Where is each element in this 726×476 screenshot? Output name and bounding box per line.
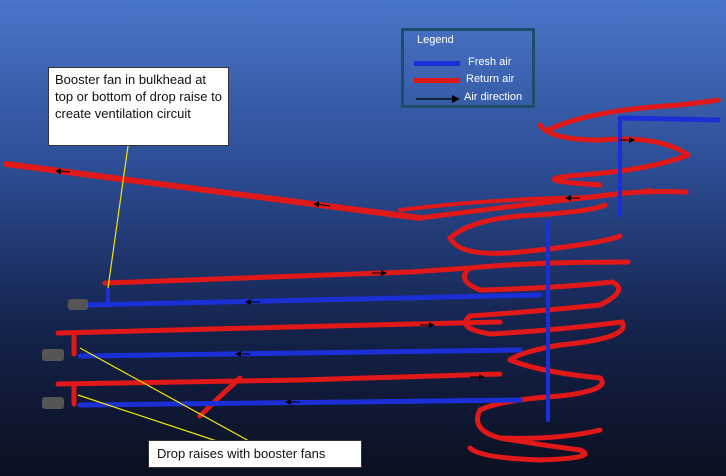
booster-fan-icon <box>42 349 64 361</box>
callout-drop-raises: Drop raises with booster fans <box>148 440 362 468</box>
callout-booster-bulkhead: Booster fan in bulkhead at top or bottom… <box>48 67 229 146</box>
arrow-right-icon <box>416 95 460 103</box>
legend: Legend Fresh air Return air Air directio… <box>401 28 535 108</box>
legend-label-return-air: Return air <box>466 73 515 85</box>
booster-fan-icon <box>68 299 88 310</box>
legend-label-fresh-air: Fresh air <box>468 56 512 68</box>
air-direction-arrows <box>55 137 635 405</box>
return-airways <box>3 97 721 463</box>
legend-title: Legend <box>417 34 454 46</box>
return-air-swatch <box>414 78 460 83</box>
fresh-air-swatch <box>414 61 460 66</box>
booster-fan-icon <box>42 397 64 409</box>
legend-label-air-direction: Air direction <box>464 91 523 103</box>
booster-fans <box>42 299 88 409</box>
